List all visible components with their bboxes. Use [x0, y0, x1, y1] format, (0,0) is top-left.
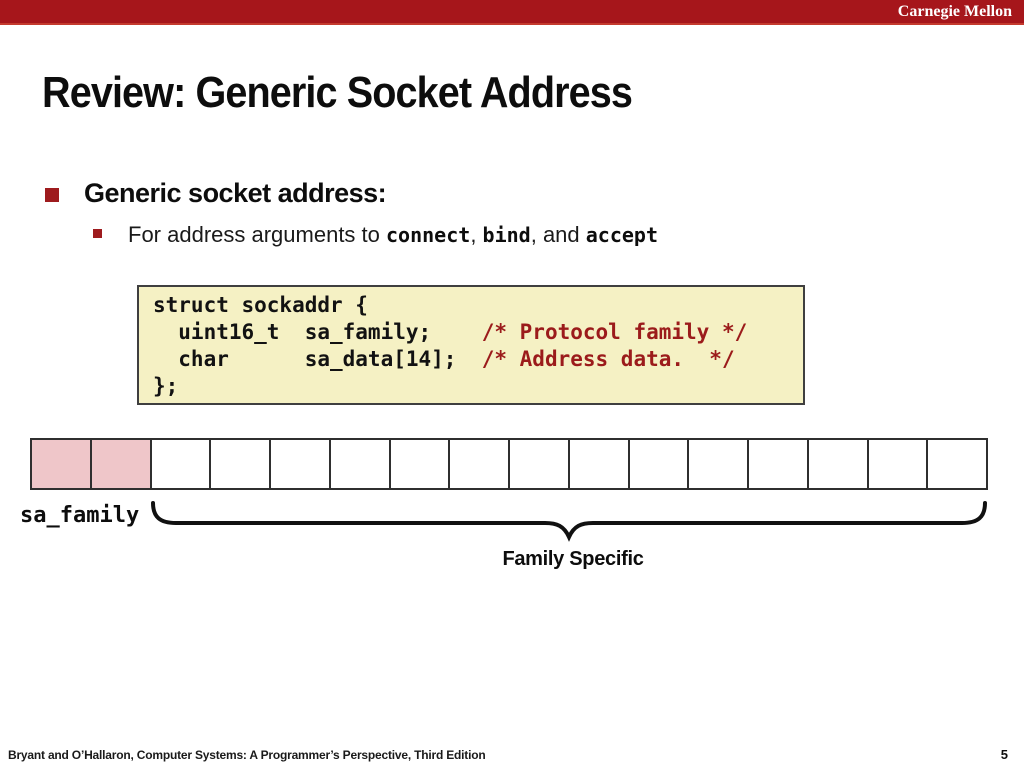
byte-cell — [508, 438, 570, 490]
byte-cell — [926, 438, 988, 490]
bullet-square-icon — [45, 188, 59, 202]
byte-cell — [627, 438, 690, 490]
byte-cell — [866, 438, 929, 490]
byte-cell — [328, 438, 391, 490]
sub-bullet-label: For address arguments to connect, bind, … — [128, 222, 658, 248]
code-line: }; — [153, 374, 179, 398]
keyword-accept: accept — [585, 223, 659, 247]
family-specific-label: Family Specific — [502, 548, 644, 570]
keyword-bind: bind — [482, 223, 531, 247]
byte-row — [30, 438, 988, 490]
byte-cell — [567, 438, 630, 490]
code-comment: /* Address data. */ — [481, 347, 735, 371]
byte-cell — [30, 438, 92, 490]
top-brand-bar: Carnegie Mellon — [0, 0, 1024, 25]
byte-cell — [269, 438, 331, 490]
byte-cell — [209, 438, 271, 490]
page-title: Review: Generic Socket Address — [42, 68, 633, 117]
code-line: char sa_data[14]; /* Address data. */ — [153, 347, 735, 371]
code-line: uint16_t sa_family; /* Protocol family *… — [153, 320, 748, 344]
page-number: 5 — [1000, 747, 1008, 762]
byte-cell — [149, 438, 212, 490]
byte-cell — [747, 438, 809, 490]
sa-family-label: sa_family — [20, 503, 140, 528]
byte-cell — [448, 438, 510, 490]
sockaddr-code-block: struct sockaddr { uint16_t sa_family; /*… — [137, 285, 805, 405]
brand-wordmark: Carnegie Mellon — [897, 2, 1012, 20]
underbrace-icon — [151, 501, 987, 542]
code-line: struct sockaddr { — [153, 293, 368, 317]
byte-cell — [388, 438, 451, 490]
separator-text: , and — [530, 222, 586, 247]
separator-text: , — [470, 222, 483, 247]
code-comment: /* Protocol family */ — [481, 320, 748, 344]
byte-cell — [687, 438, 749, 490]
main-bullet-label: Generic socket address: — [84, 178, 387, 208]
keyword-connect: connect — [386, 223, 471, 247]
sub-bullet-prefix: For address arguments to — [128, 222, 387, 247]
footer-attribution: Bryant and O’Hallaron, Computer Systems:… — [8, 748, 486, 762]
code-listing: struct sockaddr { uint16_t sa_family; /*… — [153, 292, 803, 400]
byte-cell — [89, 438, 152, 490]
sub-bullet-square-icon — [93, 229, 102, 238]
byte-cell — [806, 438, 869, 490]
